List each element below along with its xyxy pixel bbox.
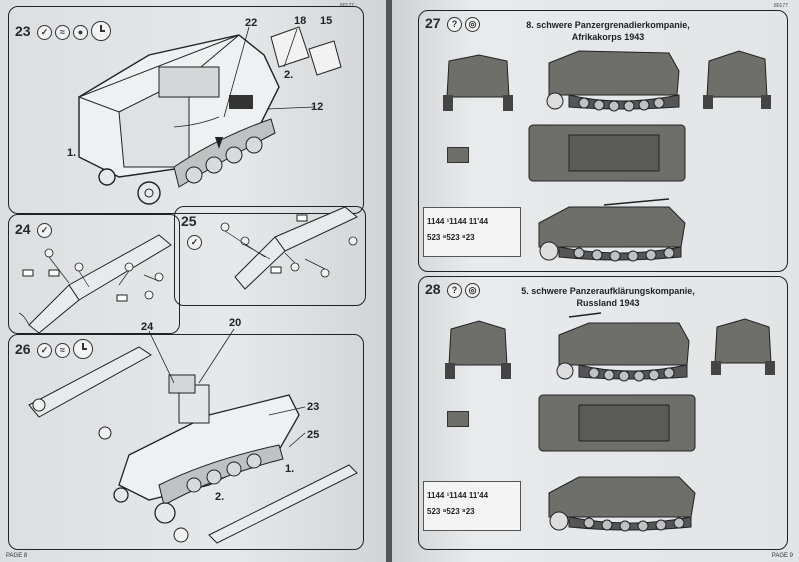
scheme-27-title-line2: Afrikakorps 1943 bbox=[571, 32, 645, 42]
page-footer-left: PAGE 8 bbox=[6, 553, 28, 559]
scheme-27-title: 8. schwere Panzergrenadierkompanie, Afri… bbox=[503, 19, 713, 43]
scheme-27-color-swatch bbox=[447, 147, 469, 163]
glue-icon: ✓ bbox=[37, 343, 52, 358]
step-number-26: 26 bbox=[15, 341, 31, 357]
scheme-28-decal-sheet: 1144 ¹1144 11'44 523 ⁸523 ⁸23 bbox=[423, 481, 521, 531]
scheme-28-title: 5. schwere Panzeraufklärungskompanie, Ru… bbox=[503, 285, 713, 309]
page-gutter bbox=[386, 0, 392, 562]
callout-22: 22 bbox=[245, 17, 258, 29]
scheme-28-decal-row2: 523 ⁸523 ⁸23 bbox=[427, 507, 475, 516]
drying-time-icon bbox=[73, 339, 93, 359]
callout-25: 25 bbox=[307, 429, 320, 441]
callout-15: 15 bbox=[320, 15, 333, 27]
scheme-27-decal-row2: 523 ⁸523 ⁸23 bbox=[427, 233, 475, 242]
step-number-25: 25 bbox=[181, 213, 197, 229]
scheme-number-27: 27 bbox=[425, 15, 441, 31]
fender-rail-drawing bbox=[220, 206, 358, 290]
page-footer-right: PAGE 9 bbox=[771, 553, 793, 559]
step-number-24: 24 bbox=[15, 221, 31, 237]
callout-20: 20 bbox=[229, 317, 242, 329]
step-25-panel: 25 ✓ bbox=[174, 206, 366, 306]
scheme-28-title-line1: 5. schwere Panzeraufklärungskompanie, bbox=[521, 286, 695, 296]
glue-icon: ✓ bbox=[37, 223, 52, 238]
scheme-number-28: 28 bbox=[425, 281, 441, 297]
drying-time-icon bbox=[91, 21, 111, 41]
info-icon: ? bbox=[447, 17, 462, 32]
callout-23: 23 bbox=[307, 401, 320, 413]
callout-1b: 1. bbox=[285, 463, 295, 475]
halftrack-final-assembly-drawing bbox=[28, 328, 358, 544]
callout-2: 2. bbox=[284, 69, 294, 81]
callout-1: 1. bbox=[67, 147, 77, 159]
info-icon: ? bbox=[447, 283, 462, 298]
scheme-27-panel: 27 ? ◎ 8. schwere Panzergrenadierkompani… bbox=[418, 10, 788, 272]
scheme-27-vehicle-views bbox=[443, 50, 771, 262]
step-26-panel: 26 ✓ ≈ 24 20 23 25 1. 2. bbox=[8, 317, 364, 550]
paint-icon: ≈ bbox=[55, 343, 70, 358]
step-24-panel: 24 ✓ bbox=[8, 214, 180, 334]
scheme-27-title-line1: 8. schwere Panzergrenadierkompanie, bbox=[526, 20, 690, 30]
callout-2b: 2. bbox=[215, 491, 225, 503]
cement-icon: ● bbox=[73, 25, 88, 40]
callout-12: 12 bbox=[311, 101, 324, 113]
decal-icon: ◎ bbox=[465, 283, 480, 298]
scheme-28-decal-row1: 1144 ¹1144 11'44 bbox=[427, 491, 489, 500]
scheme-28-panel: 28 ? ◎ 5. schwere Panzeraufklärungskompa… bbox=[418, 276, 788, 550]
glue-icon: ✓ bbox=[37, 25, 52, 40]
decal-icon: ◎ bbox=[465, 17, 480, 32]
paint-icon: ≈ bbox=[55, 25, 70, 40]
callout-18: 18 bbox=[294, 15, 307, 27]
step-23-panel: 23 ✓ ≈ ● 22 18 15 2. 12 1. bbox=[8, 6, 364, 214]
fender-assembly-drawing bbox=[18, 234, 172, 334]
scheme-28-vehicle-views bbox=[445, 312, 775, 532]
step-number-23: 23 bbox=[15, 23, 31, 39]
right-painting-page: 80177 27 ? ◎ 8. schwere Panzergrenadierk… bbox=[392, 0, 799, 562]
left-instruction-page: 80177 23 ✓ ≈ ● 22 18 15 2. 12 1. bbox=[0, 0, 386, 562]
callout-24: 24 bbox=[141, 321, 154, 333]
scheme-28-color-swatch bbox=[447, 411, 469, 427]
halftrack-hull-drawing bbox=[77, 26, 342, 205]
scheme-28-title-line2: Russland 1943 bbox=[576, 298, 640, 308]
scheme-27-decal-sheet: 1144 ¹1144 11'44 523 ⁸523 ⁸23 bbox=[423, 207, 521, 257]
scheme-27-decal-row1: 1144 ¹1144 11'44 bbox=[427, 217, 489, 226]
glue-icon: ✓ bbox=[187, 235, 202, 250]
page-code-right: 80177 bbox=[774, 3, 788, 9]
